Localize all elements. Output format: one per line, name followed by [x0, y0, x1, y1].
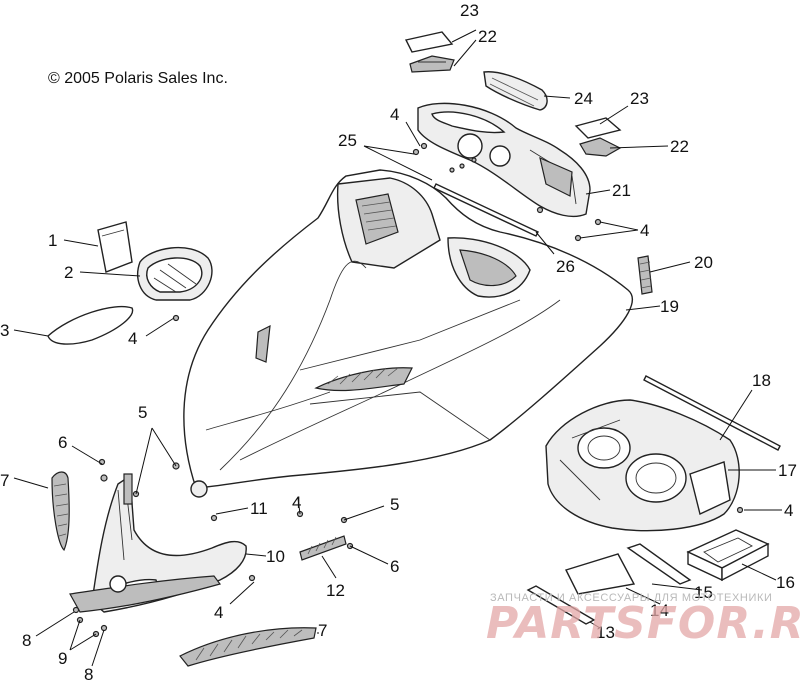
part-10-bumper — [69, 473, 247, 613]
callout-15: 15 — [694, 583, 713, 602]
callout-2: 2 — [64, 263, 73, 282]
callout-8-upper: 8 — [22, 631, 31, 650]
part-3-lens — [47, 305, 134, 345]
callout-5-clip: 5 — [390, 495, 399, 514]
part-23-gauge-decal-right — [574, 117, 622, 139]
copyright-notice: © 2005 Polaris Sales Inc. — [48, 70, 228, 87]
callout-6-clip: 6 — [390, 557, 399, 576]
part-23-gauge-decal-top — [404, 31, 454, 53]
part-14-seal — [626, 543, 692, 585]
callout-22-top: 22 — [478, 27, 497, 46]
callout-8-lower: 8 — [84, 665, 93, 684]
watermark-brand: PARTSFOR.RU — [486, 598, 800, 649]
callout-7-lower: 7 — [318, 621, 327, 640]
part-18-seal-strip — [643, 375, 781, 451]
callout-13: 13 — [596, 623, 615, 642]
callout-23-top: 23 — [460, 1, 479, 20]
part-17-airbox — [545, 399, 740, 532]
callout-1: 1 — [48, 231, 57, 250]
callout-7-left: 7 — [0, 471, 9, 490]
callout-17: 17 — [778, 461, 797, 480]
part-7-grille-lower — [179, 627, 317, 667]
callout-4-mirror: 4 — [128, 329, 137, 348]
part-7-grille-left — [51, 471, 70, 552]
callout-9: 9 — [58, 649, 67, 668]
part-15-gasket — [565, 553, 636, 595]
part-20-side-bracket — [637, 255, 653, 295]
part-22-gauge-bezel-top — [409, 55, 455, 73]
callout-23-right: 23 — [630, 89, 649, 108]
watermark-caption: ЗАПЧАСТИ И АКСЕССУАРЫ ДЛЯ МОТОТЕХНИКИ — [490, 592, 773, 604]
callout-4-bumper: 4 — [214, 603, 223, 622]
callout-4-right: 4 — [640, 221, 649, 240]
callout-4-clip: 4 — [292, 493, 301, 512]
callout-12: 12 — [326, 581, 345, 600]
leader-lines — [13, 29, 782, 667]
callout-21: 21 — [612, 181, 631, 200]
callout-14: 14 — [650, 601, 669, 620]
part-12-clip — [299, 535, 347, 561]
callout-4-dash: 4 — [390, 105, 399, 124]
callout-19: 19 — [660, 297, 679, 316]
part-26-rod — [433, 183, 539, 237]
callout-24: 24 — [574, 89, 593, 108]
callout-5-hood: 5 — [138, 403, 147, 422]
callout-20: 20 — [694, 253, 713, 272]
part-22-gauge-bezel-right — [579, 137, 622, 157]
callout-11: 11 — [250, 499, 268, 518]
callout-22-right: 22 — [670, 137, 689, 156]
part-21-dash-panel — [417, 102, 591, 218]
part-13-seal — [526, 585, 596, 625]
part-24-gauge-cover — [483, 71, 548, 111]
callout-10: 10 — [266, 547, 285, 566]
callout-4-airbox: 4 — [784, 501, 793, 520]
callout-26: 26 — [556, 257, 575, 276]
part-1-decal — [97, 221, 133, 273]
part-19-hood — [183, 169, 633, 498]
part-16-filter — [686, 529, 770, 582]
callout-16: 16 — [776, 573, 795, 592]
callout-6-left: 6 — [58, 433, 67, 452]
part-2-mirror-housing — [137, 246, 213, 301]
callout-25: 25 — [338, 131, 357, 150]
callout-3: 3 — [0, 321, 9, 340]
callout-18: 18 — [752, 371, 771, 390]
